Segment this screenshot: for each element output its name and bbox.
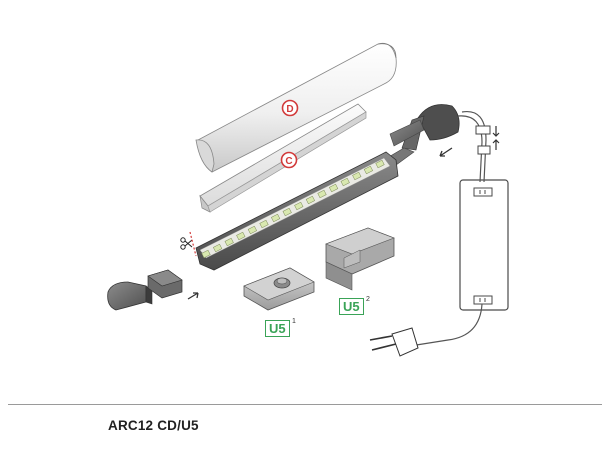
clip-index-1: 1 xyxy=(292,318,296,325)
led-chip xyxy=(329,183,339,193)
svg-text:D: D xyxy=(286,104,293,115)
product-caption: ARC12 CD/U5 xyxy=(108,418,199,433)
led-chip xyxy=(201,249,211,259)
clip-index-2: 2 xyxy=(366,296,370,303)
led-chip xyxy=(247,225,257,235)
clip-label-text: U5 xyxy=(269,321,286,336)
led-chip xyxy=(305,195,315,205)
arrow-icon xyxy=(187,292,199,300)
clip-label-text: U5 xyxy=(343,299,360,314)
led-strip xyxy=(201,159,385,259)
led-chip xyxy=(236,231,246,241)
led-chip xyxy=(271,213,281,223)
led-driver xyxy=(459,179,509,311)
power-plug xyxy=(369,327,419,357)
exploded-assembly-diagram: D C xyxy=(107,42,509,357)
led-chip xyxy=(340,177,350,187)
led-chip xyxy=(213,243,223,253)
part-label-c: C xyxy=(280,151,298,169)
arrow-icon xyxy=(492,126,500,150)
clip-label-u5-1: U5 xyxy=(265,320,290,337)
end-cap-left xyxy=(107,281,153,311)
led-chip xyxy=(363,165,373,175)
led-chip xyxy=(224,237,234,247)
arrow-icon xyxy=(439,147,453,157)
led-chip xyxy=(282,207,292,217)
svg-text:C: C xyxy=(285,156,292,167)
led-chip xyxy=(317,189,327,199)
led-chip xyxy=(375,159,385,169)
connector-end-cap xyxy=(379,104,460,169)
cable xyxy=(409,110,487,347)
end-plug xyxy=(147,269,183,299)
mounting-clip-2 xyxy=(325,227,395,291)
led-chip xyxy=(259,219,269,229)
clip-label-u5-2: U5 xyxy=(339,298,364,315)
led-chip xyxy=(294,201,304,211)
part-label-d: D xyxy=(281,99,299,117)
divider xyxy=(8,404,602,405)
scissors-icon xyxy=(180,231,197,257)
mounting-clip-1 xyxy=(243,267,315,311)
cable-connector xyxy=(475,125,491,155)
led-chip xyxy=(352,171,362,181)
